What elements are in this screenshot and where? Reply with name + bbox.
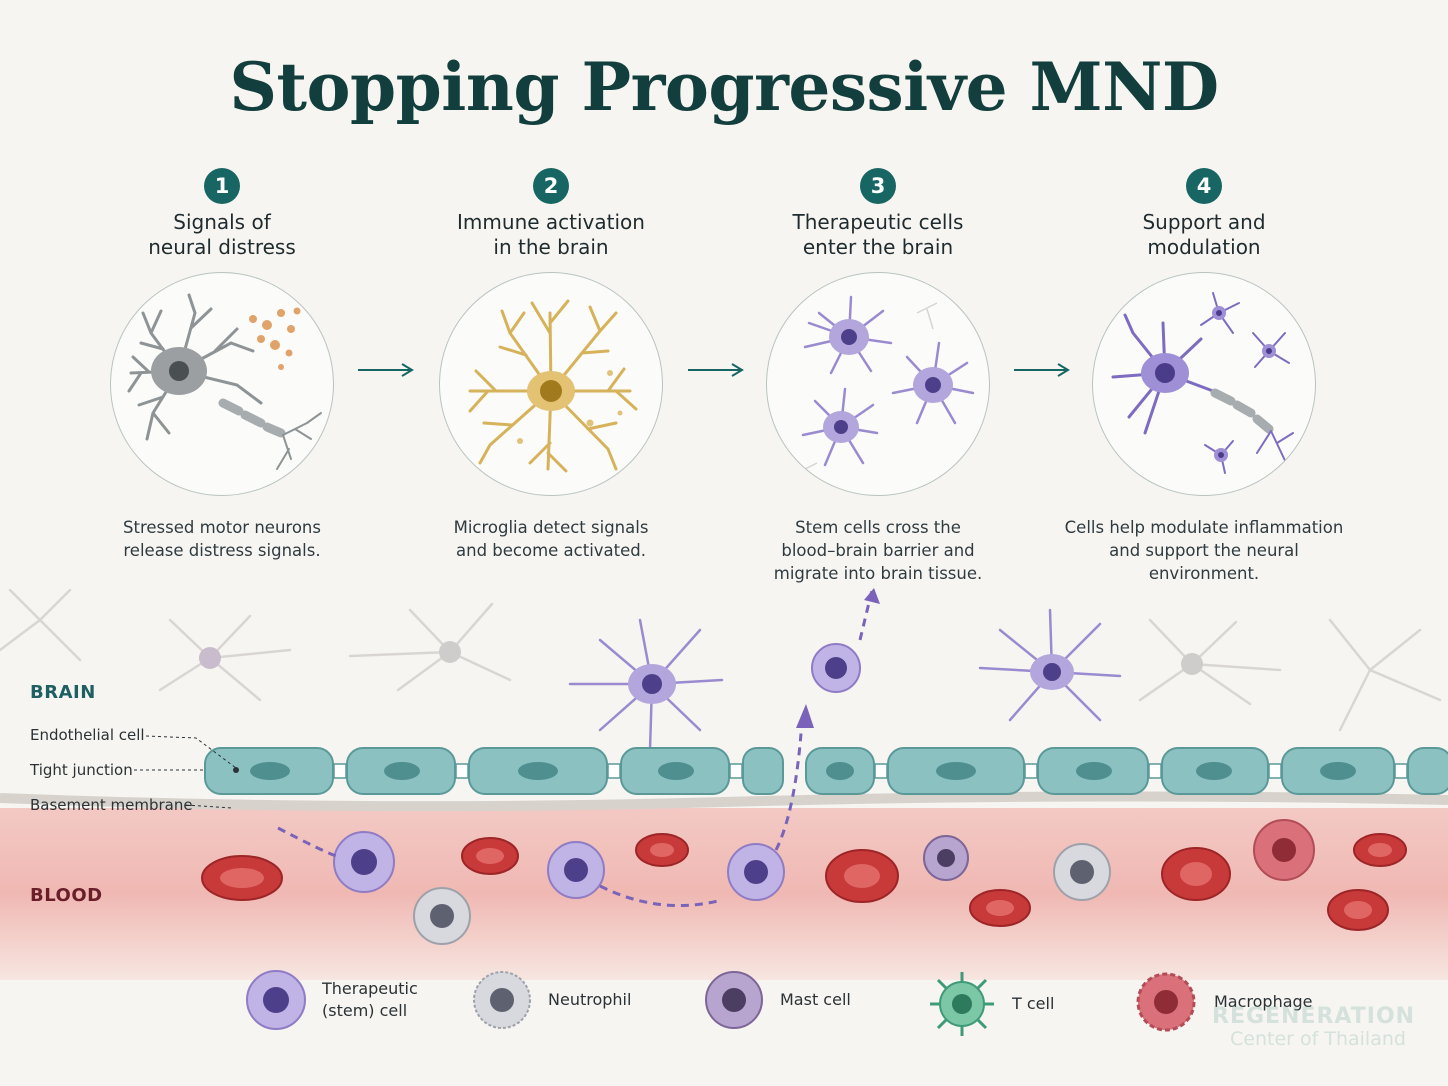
step-arrow-icon xyxy=(1012,360,1072,384)
legend-t-cell: T cell xyxy=(926,968,1054,1040)
blood-label: BLOOD xyxy=(30,885,103,906)
step-title: Therapeutic cells enter the brain xyxy=(792,210,964,259)
neutrophil-icon xyxy=(473,971,531,1029)
stem-cell-nucleus xyxy=(825,657,847,679)
legend-mast-cell: Mast cell xyxy=(702,968,851,1032)
step-description: Microglia detect signals and become acti… xyxy=(453,518,649,560)
step-arrow-icon xyxy=(686,360,746,384)
brain-stem-cells xyxy=(568,608,1122,752)
legend-label: Macrophage xyxy=(1214,992,1313,1011)
step-number: 2 xyxy=(533,168,569,204)
step-3: 3 Therapeutic cells enter the brain Stem… xyxy=(728,168,1028,585)
step-description: Cells help modulate inflammation and sup… xyxy=(1064,518,1344,583)
step-title: Immune activation in the brain xyxy=(457,210,645,259)
basement-membrane-label: Basement membrane xyxy=(30,796,193,814)
therapeutic-cell-icon xyxy=(246,970,306,1030)
macrophage-icon xyxy=(1136,972,1196,1032)
step-number: 1 xyxy=(204,168,240,204)
legend-label: Neutrophil xyxy=(548,990,632,1009)
tight-junction-label: Tight junction xyxy=(30,761,133,779)
page-title: Stopping Progressive MND xyxy=(229,48,1219,126)
neuron-body xyxy=(1181,653,1203,675)
migration-path xyxy=(277,826,337,858)
step-title: Support and modulation xyxy=(1142,210,1266,259)
migration-arrow-icon xyxy=(796,704,814,728)
migration-arrow-icon xyxy=(864,588,880,604)
mast-cell-nucleus xyxy=(937,849,955,867)
stem-cells-illustration xyxy=(766,272,990,496)
step-number: 3 xyxy=(860,168,896,204)
blood-brain-barrier-scene xyxy=(0,588,1448,980)
step-title: Signals of neural distress xyxy=(148,210,296,259)
stem-cell-nucleus xyxy=(1043,663,1061,681)
step-arrow-icon xyxy=(356,360,416,384)
background-neurons xyxy=(0,588,1442,732)
neuron-body xyxy=(439,641,461,663)
neuron-illustration xyxy=(110,272,334,496)
stressed-neuron-icon xyxy=(127,293,322,470)
endothelial-layer xyxy=(204,747,1448,795)
legend-label: T cell xyxy=(1012,994,1055,1013)
legend-neutrophil: Neutrophil xyxy=(470,968,631,1032)
step-description: Stressed motor neurons release distress … xyxy=(123,518,321,560)
step-2: 2 Immune activation in the brain Microgl… xyxy=(401,168,701,562)
step-1: 1 Signals of neural distress xyxy=(72,168,372,562)
supported-neuron-icon xyxy=(1111,292,1294,474)
macrophage-nucleus xyxy=(1272,838,1296,862)
legend-label: Mast cell xyxy=(780,990,851,1009)
neutrophils xyxy=(413,843,1111,945)
migration-path xyxy=(774,719,804,851)
legend-macrophage: Macrophage xyxy=(1132,968,1313,1036)
watermark-logo: REGENERATION xyxy=(1212,1004,1416,1029)
blood-stem-cells xyxy=(333,831,785,901)
step-4: 4 Support and modulation Cells help modu… xyxy=(1054,168,1354,585)
endothelial-cell-label: Endothelial cell xyxy=(30,726,145,744)
basement-membrane xyxy=(0,791,1448,812)
support-illustration xyxy=(1092,272,1316,496)
microglia-icon xyxy=(468,299,638,473)
stem-cell-nucleus xyxy=(642,674,662,694)
legend-label: Therapeutic (stem) cell xyxy=(322,979,418,1020)
rbc-centers xyxy=(220,843,1392,919)
neuron-body xyxy=(199,647,221,669)
t-cell-icon xyxy=(930,972,994,1036)
leader-dot xyxy=(233,767,239,773)
label-leaders xyxy=(134,735,237,809)
mast-cell-icon xyxy=(705,971,763,1029)
brain-label: BRAIN xyxy=(30,682,96,703)
microglia-illustration xyxy=(439,272,663,496)
step-number: 4 xyxy=(1186,168,1222,204)
stem-cells-icon xyxy=(796,295,975,474)
step-description: Stem cells cross the blood–brain barrier… xyxy=(773,518,983,583)
watermark-subtitle: Center of Thailand xyxy=(1230,1028,1406,1050)
migration-path xyxy=(599,884,723,908)
legend-therapeutic-cell: Therapeutic (stem) cell xyxy=(244,968,418,1032)
